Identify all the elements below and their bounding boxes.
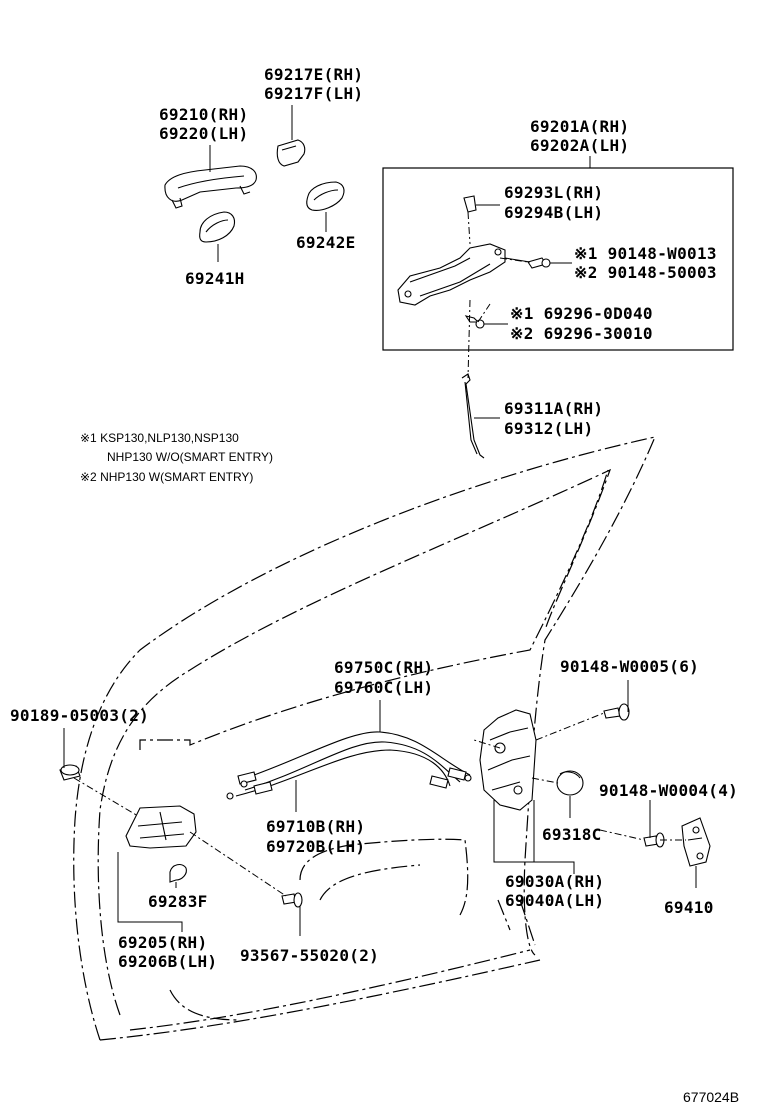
label-69202: 69202A(LH): [530, 136, 629, 155]
label-69206: 69206B(LH): [118, 952, 217, 971]
label-69205: 69205(RH): [118, 933, 207, 952]
lock-screw-part: [603, 703, 630, 721]
figure-id: 677024B: [683, 1089, 739, 1105]
outside-handle-part: [164, 165, 257, 209]
label-69312: 69312(LH): [504, 419, 593, 438]
door-outline: [73, 436, 657, 1041]
application-notes: ※1 KSP130,NLP130,NSP130 NHP130 W/O(SMART…: [80, 431, 273, 484]
handle-cap-part: [276, 139, 306, 167]
handle-pad-lh-part: [306, 181, 345, 211]
clip-part: [463, 195, 500, 213]
label-69710: 69710B(RH): [266, 817, 365, 836]
label-69410: 69410: [664, 898, 714, 917]
lock-cable-part: [226, 731, 472, 800]
label-69030: 69030A(RH): [505, 872, 604, 891]
striker-screw-part: [643, 832, 665, 848]
label-90148-50003: ※2 90148-50003: [574, 263, 717, 282]
label-69220: 69220(LH): [159, 124, 248, 143]
note-line-1: ※1 KSP130,NLP130,NSP130: [80, 431, 239, 445]
label-69311: 69311A(RH): [504, 399, 603, 418]
note-line-2: NHP130 W/O(SMART ENTRY): [107, 450, 273, 464]
lock-cover-part: [556, 770, 584, 796]
label-69296-30010: ※2 69296-30010: [510, 324, 653, 343]
label-69294: 69294B(LH): [504, 203, 603, 222]
label-69296-0d040: ※1 69296-0D040: [510, 304, 653, 323]
leader-lines: [63, 105, 697, 936]
striker-part: [681, 817, 711, 867]
label-69293: 69293L(RH): [504, 183, 603, 202]
label-93567: 93567-55020(2): [240, 946, 379, 965]
label-90148-w0004: 90148-W0004(4): [599, 781, 738, 800]
label-69217-lh: 69217F(LH): [264, 84, 363, 103]
door-lock-part: [479, 709, 537, 811]
handle-cover-part: [169, 863, 187, 883]
handle-frame-part: [397, 243, 506, 306]
handle-screw-part: [281, 892, 303, 908]
inside-handle-part: [125, 805, 197, 849]
label-69242: 69242E: [296, 233, 356, 252]
handle-pad-rh-part: [199, 211, 236, 243]
retainer-clip-part: [59, 764, 81, 781]
attachment-lines: [73, 211, 686, 897]
label-69760: 69760C(LH): [334, 678, 433, 697]
label-90148-w0013: ※1 90148-W0013: [574, 244, 717, 263]
part-labels: 69217E(RH) 69217F(LH) 69210(RH) 69220(LH…: [10, 65, 738, 971]
label-90189: 90189-05003(2): [10, 706, 149, 725]
label-69318: 69318C: [542, 825, 602, 844]
label-69217: 69217E(RH): [264, 65, 363, 84]
label-69720: 69720B(LH): [266, 837, 365, 856]
frame-assembly-box: [382, 167, 734, 351]
note-line-3: ※2 NHP130 W(SMART ENTRY): [80, 470, 253, 484]
label-69750: 69750C(RH): [334, 658, 433, 677]
label-69201: 69201A(RH): [530, 117, 629, 136]
label-69241: 69241H: [185, 269, 245, 288]
lock-rod-part: [461, 373, 485, 459]
frame-screw-part: [527, 257, 551, 269]
label-90148-w0005: 90148-W0005(6): [560, 657, 699, 676]
label-69210: 69210(RH): [159, 105, 248, 124]
label-69283: 69283F: [148, 892, 208, 911]
label-69040: 69040A(LH): [505, 891, 604, 910]
